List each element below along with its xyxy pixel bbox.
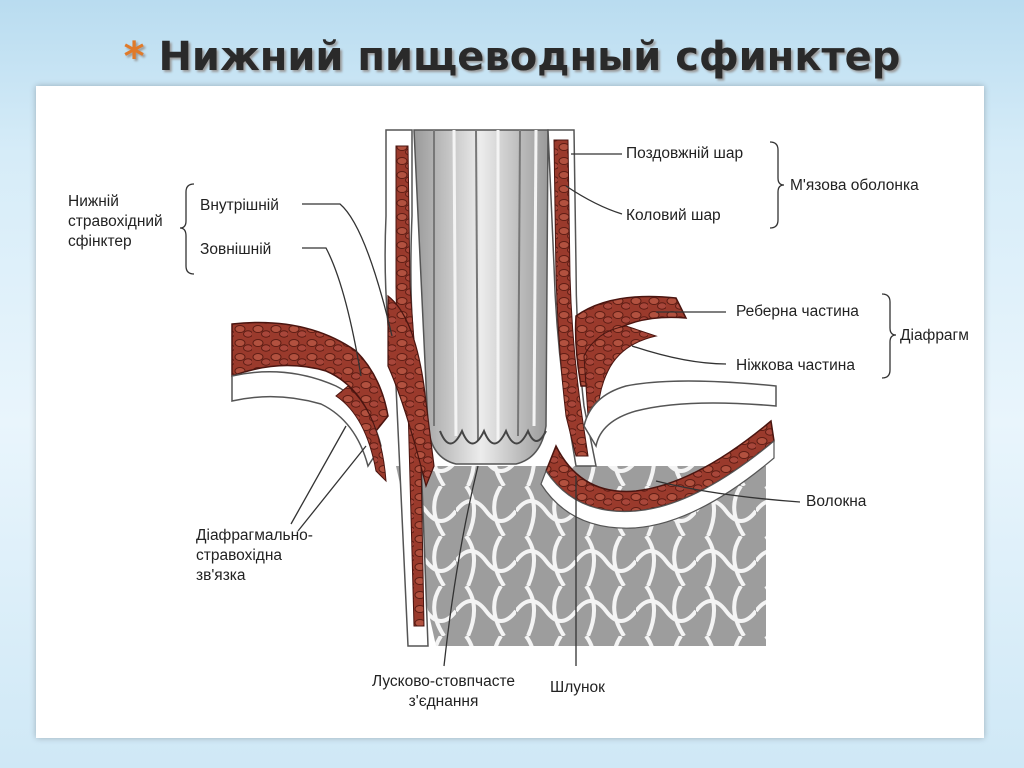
title-text: Нижний пищеводный сфинктер <box>158 34 901 80</box>
diaphragm-brace <box>881 293 897 379</box>
phrenoesophageal-ligament-label: Діафрагмально- стравохідна зв'язка <box>196 527 313 585</box>
stomach-wall <box>540 419 775 529</box>
leader-lines <box>290 153 801 667</box>
circular-layer-label: Коловий шар <box>626 207 721 224</box>
inner-sphincter <box>387 294 435 488</box>
diaphragm-right <box>574 295 777 449</box>
diaphragm-label: Діафрагм <box>900 327 969 344</box>
costal-part-label: Реберна частина <box>736 303 859 320</box>
esophagus-right-wall <box>547 129 597 467</box>
diaphragm-left <box>231 321 389 483</box>
lower-esophageal-sphincter-label: Нижній стравохідний сфінктер <box>68 193 163 251</box>
squamocolumnar-junction-label: Лусково-стовпчасте з'єднання <box>372 673 516 711</box>
sphincter-brace <box>179 183 195 275</box>
esophagus-lumen <box>413 129 549 465</box>
anatomy-figure: Нижній стравохідний сфінктер Внутрішній … <box>36 86 984 738</box>
longitudinal-layer-label: Поздовжній шар <box>626 145 744 162</box>
stomach-label: Шлунок <box>550 679 605 696</box>
outer-sphincter-label: Зовнішній <box>200 241 272 258</box>
inner-sphincter-label: Внутрішній <box>200 197 279 214</box>
esophagus-diagram <box>179 129 897 667</box>
crural-part-label: Ніжкова частина <box>736 357 855 374</box>
muscular-coat-brace <box>769 141 785 229</box>
muscular-coat-label: М'язова оболонка <box>790 177 919 194</box>
slide-title: * Нижний пищеводный сфинктер <box>0 34 1024 80</box>
fibers-label: Волокна <box>806 493 867 510</box>
title-bullet: * <box>123 34 145 80</box>
